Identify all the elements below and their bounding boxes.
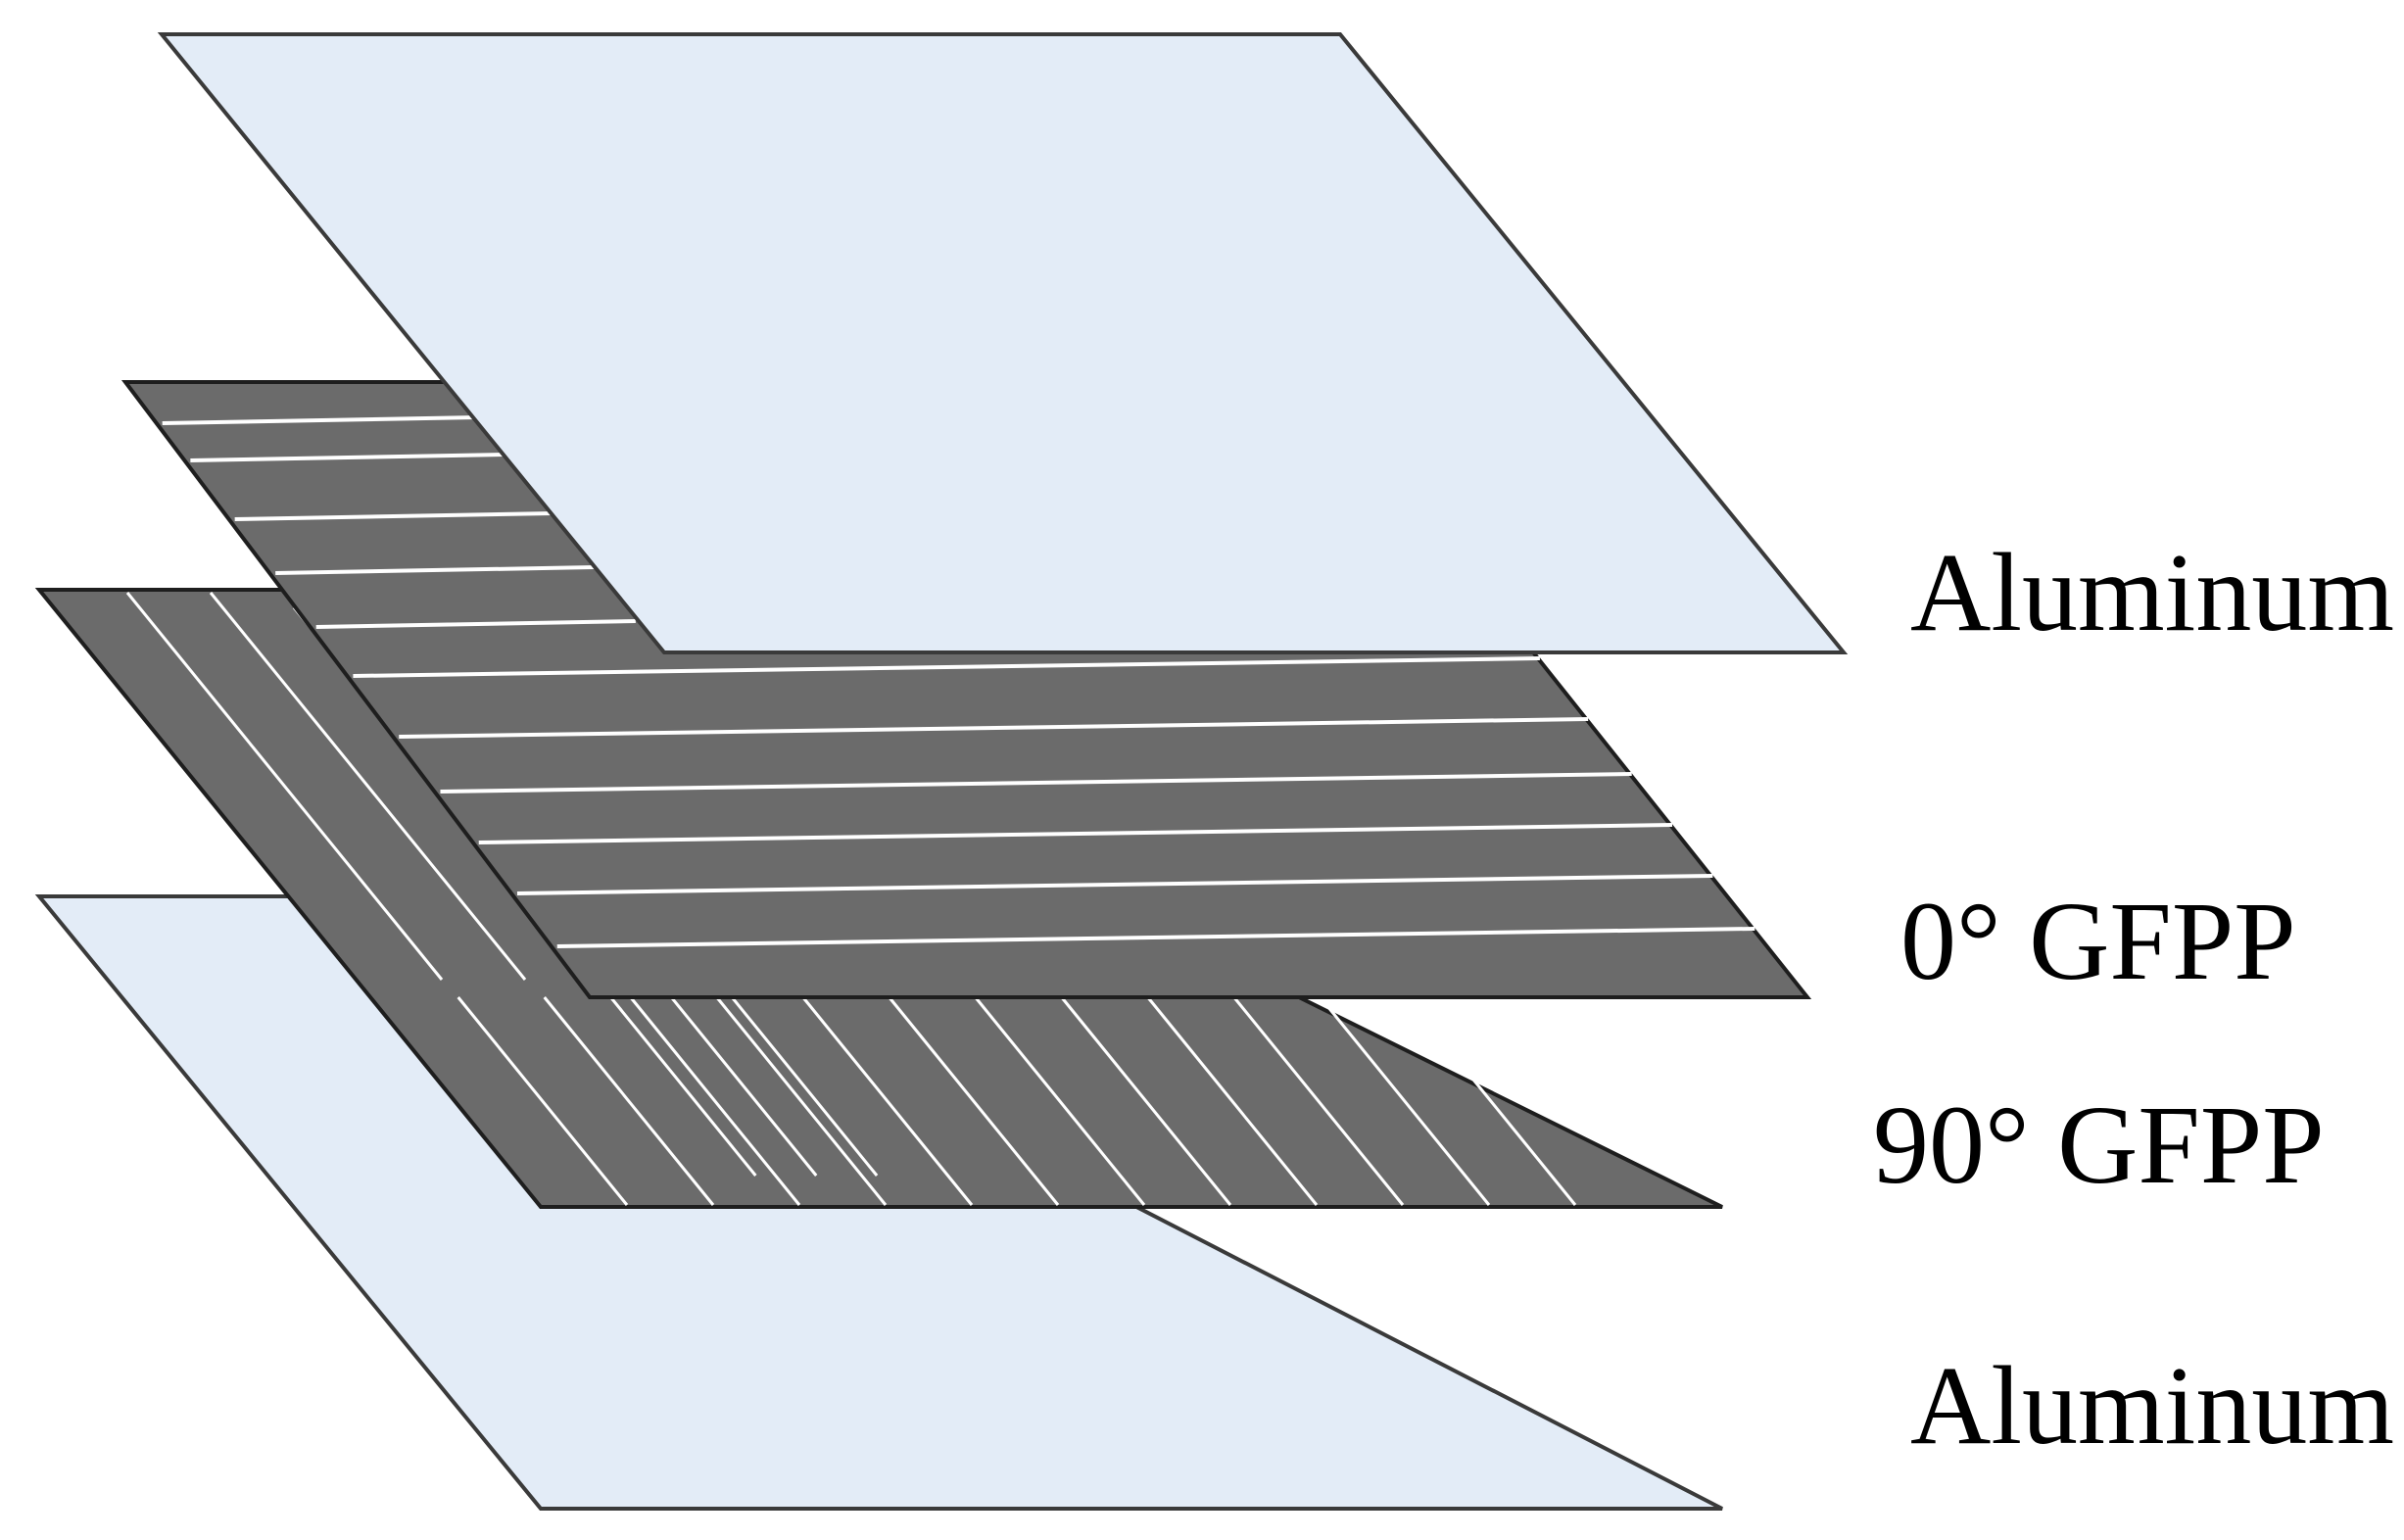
- fiber-line-90deg: [1060, 996, 1232, 1206]
- aluminum-sheet-top: [157, 32, 1849, 654]
- fiber-line-90deg: [125, 592, 444, 981]
- fiber-line-0deg: [353, 656, 1540, 678]
- fiber-line-90deg: [1405, 996, 1577, 1206]
- fiber-line-90deg: [543, 996, 715, 1206]
- fiber-line-90deg: [629, 996, 801, 1206]
- fiber-line-90deg: [801, 996, 974, 1206]
- gfpp-0-fiber-lines: [162, 415, 1755, 948]
- label-90-gfpp: 90° GFPP: [1873, 1083, 2325, 1207]
- fiber-line-0deg: [478, 823, 1673, 844]
- fiber-line-0deg: [234, 511, 553, 521]
- fiber-line-90deg: [888, 996, 1060, 1206]
- label-0-gfpp: 0° GFPP: [1900, 879, 2296, 1003]
- fiber-line-90deg: [715, 996, 888, 1206]
- fiber-line-0deg: [556, 927, 1755, 948]
- label-aluminum-bottom: Aluminum: [1910, 1343, 2395, 1468]
- fiber-line-0deg: [399, 717, 1589, 739]
- fiber-line-0deg: [162, 415, 479, 425]
- fiber-line-90deg: [1232, 996, 1405, 1206]
- fiber-line-0deg: [275, 565, 595, 575]
- fiber-line-90deg: [974, 996, 1146, 1206]
- fiber-line-90deg: [1146, 996, 1319, 1206]
- fiber-line-90deg: [1319, 996, 1491, 1206]
- fiber-line-0deg: [516, 874, 1713, 895]
- fiber-line-0deg: [315, 619, 636, 629]
- fiber-line-0deg: [440, 772, 1632, 794]
- fiber-line-0deg: [190, 453, 507, 462]
- fiber-line-90deg: [209, 592, 527, 981]
- label-aluminum-top: Aluminum: [1910, 530, 2395, 654]
- fiber-line-90deg: [457, 996, 629, 1206]
